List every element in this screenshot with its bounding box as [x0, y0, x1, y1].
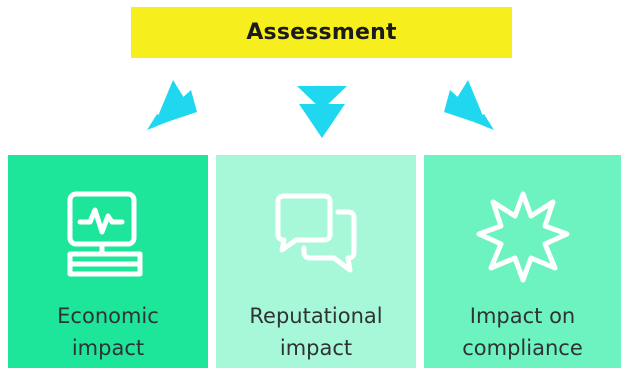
- economic-impact-card: Economic impact: [8, 155, 208, 368]
- assessment-title: Assessment: [246, 20, 397, 45]
- starburst-icon: [476, 191, 569, 283]
- label-line-2: compliance: [462, 336, 583, 360]
- label-line-2: impact: [279, 336, 353, 360]
- label-line-1: Impact on: [469, 304, 576, 328]
- arrow-down-icon: [297, 86, 347, 138]
- reputational-impact-card: Reputational impact: [216, 155, 416, 368]
- economic-impact-label: Economic impact: [57, 300, 159, 364]
- label-line-2: impact: [71, 336, 145, 360]
- arrow-down-left-icon: [147, 80, 197, 130]
- label-line-1: Reputational: [249, 304, 383, 328]
- arrow-down-right-icon: [444, 80, 494, 130]
- label-line-1: Economic: [57, 304, 159, 328]
- compliance-impact-label: Impact on compliance: [462, 300, 583, 364]
- speech-bubbles-icon: [275, 193, 357, 273]
- computer-monitor-pulse-icon: [67, 191, 143, 277]
- assessment-banner: Assessment: [131, 7, 512, 58]
- compliance-impact-card: Impact on compliance: [424, 155, 621, 368]
- reputational-impact-label: Reputational impact: [249, 300, 382, 364]
